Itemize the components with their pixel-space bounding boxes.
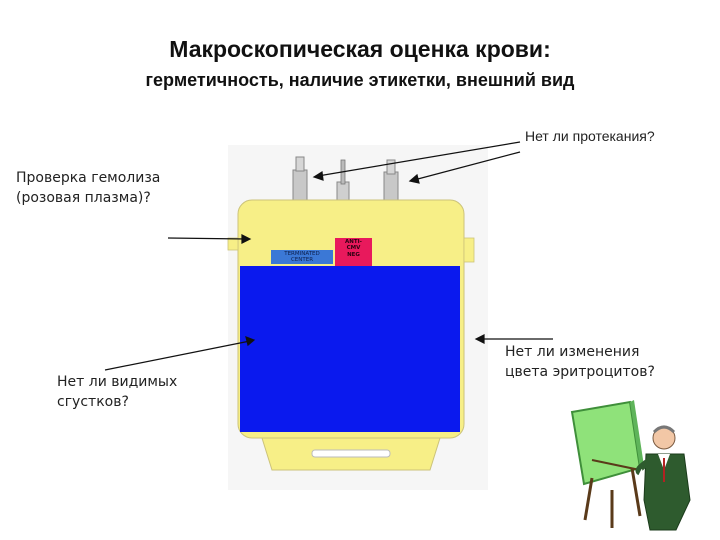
lecturer-clipart: [572, 400, 690, 530]
blue-label-text: TERMINATED CENTER: [271, 251, 333, 264]
note-color-line-2: цвета эритроцитов?: [505, 362, 655, 382]
note-hemolysis-line-2: (розовая плазма)?: [16, 188, 160, 208]
lecturer-body: [644, 454, 690, 530]
board-green: [572, 402, 640, 484]
bag-slot: [312, 450, 390, 457]
note-clots-line-1: Нет ли видимых: [57, 372, 177, 392]
note-leak: Нет ли протекания?: [525, 126, 655, 146]
note-color-line-1: Нет ли изменения: [505, 342, 655, 362]
note-clots-line-2: сгустков?: [57, 392, 177, 412]
red-label-text: ANTI- CMV NEG: [335, 239, 372, 258]
note-clots: Нет ли видимых сгустков?: [57, 372, 177, 413]
red-cell-content: [240, 266, 460, 432]
note-color-change: Нет ли изменения цвета эритроцитов?: [505, 342, 655, 383]
note-hemolysis: Проверка гемолиза (розовая плазма)?: [16, 168, 160, 209]
note-hemolysis-line-1: Проверка гемолиза: [16, 168, 160, 188]
